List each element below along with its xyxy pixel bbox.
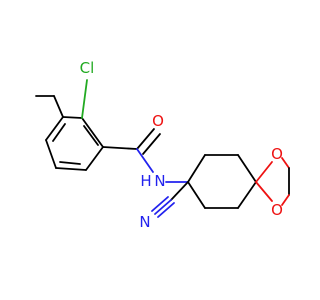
ketal-oxygen-bottom-label: O xyxy=(271,201,283,219)
benzene-ring xyxy=(45,116,104,171)
nitrile-triple-bond xyxy=(154,199,172,215)
ring-bond xyxy=(237,181,257,209)
dioxolane-ring xyxy=(255,157,290,206)
chloro-bond xyxy=(81,79,88,119)
aryl-carbonyl-bond xyxy=(102,146,138,150)
c-o-bond xyxy=(255,161,273,183)
nitrile-single-bond xyxy=(170,181,189,201)
ring-bond xyxy=(45,139,57,169)
amide-bond xyxy=(136,148,154,173)
molecule-canvas: Cl O N H N O O xyxy=(35,59,290,231)
carbonyl-double-bond xyxy=(142,133,161,155)
amide-nitrogen-label: N xyxy=(154,172,165,190)
methyl-bond xyxy=(53,95,64,118)
ring-double-bond xyxy=(52,123,66,142)
nitrile-triple-bond xyxy=(151,196,169,212)
ring-double-bond xyxy=(83,125,99,146)
carbonyl-oxygen-label: O xyxy=(152,112,164,130)
nitrile-nitrogen-label: N xyxy=(139,213,150,231)
ring-bond xyxy=(237,154,257,183)
ring-bond xyxy=(55,167,87,171)
ring-bond xyxy=(62,116,83,119)
ring-bond xyxy=(81,117,104,148)
ring-bond xyxy=(85,146,104,171)
nitrile-triple-bond xyxy=(157,202,175,218)
o-c-bond xyxy=(281,157,290,169)
carbonyl-double-bond xyxy=(136,128,155,150)
c-o-bond xyxy=(255,181,273,202)
cyclohexane-ring xyxy=(187,154,257,209)
chlorine-label: Cl xyxy=(80,59,95,77)
ring-double-bond xyxy=(59,161,81,165)
ring-bond xyxy=(187,181,206,209)
c-o-bond xyxy=(281,194,290,206)
structure-drawing: Cl O N H N O O xyxy=(35,59,290,231)
ring-bond xyxy=(187,154,206,183)
amide-hydrogen-label: H xyxy=(140,172,151,190)
ketal-oxygen-top-label: O xyxy=(271,145,283,163)
ring-bond xyxy=(45,116,64,141)
